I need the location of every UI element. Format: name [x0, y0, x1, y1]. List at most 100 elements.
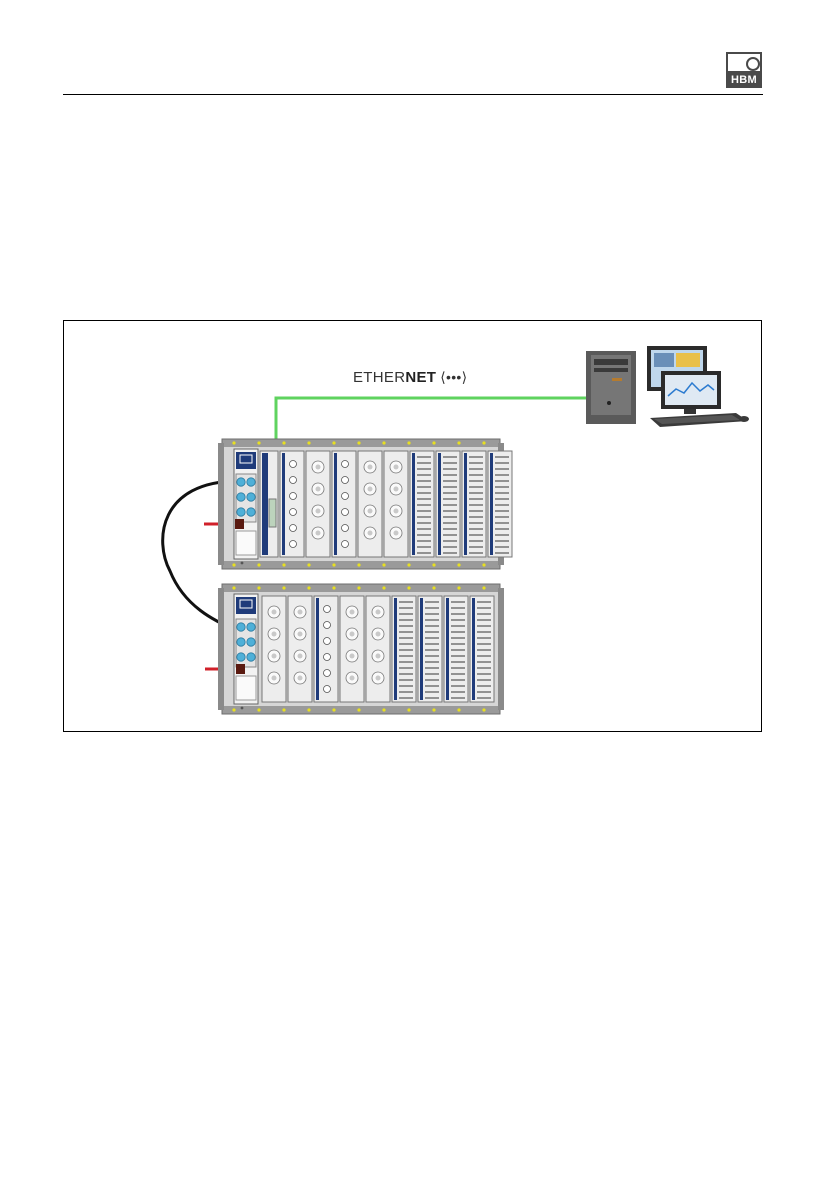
io-connector-pin	[316, 509, 321, 514]
rack-led	[382, 563, 385, 566]
controller-base	[236, 531, 256, 555]
io-connector-pin	[394, 487, 399, 492]
io-connector-pin	[368, 465, 373, 470]
io-connector-pin	[394, 509, 399, 514]
controller-connector	[247, 623, 255, 631]
ethernet-port	[269, 499, 276, 527]
controller-connector	[237, 478, 245, 486]
io-connector-pin	[298, 632, 303, 637]
io-connector-pin	[350, 610, 355, 615]
io-connector	[324, 670, 331, 677]
io-connector-pin	[316, 487, 321, 492]
controller-connector	[247, 638, 255, 646]
io-connector-pin	[368, 487, 373, 492]
rack-ear-left	[218, 443, 224, 565]
io-connector-pin	[394, 531, 399, 536]
io-connector	[290, 525, 297, 532]
ethernet-label: ETHERNET⟨•••⟩	[353, 369, 467, 389]
io-connector-pin	[376, 654, 381, 659]
io-connector	[342, 525, 349, 532]
io-module-stripe	[472, 598, 475, 700]
rack-led	[407, 563, 410, 566]
io-connector	[290, 477, 297, 484]
io-connector-pin	[376, 610, 381, 615]
rack-led	[307, 563, 310, 566]
rack-led	[257, 441, 260, 444]
io-module-stripe	[490, 453, 493, 555]
io-connector	[342, 493, 349, 500]
hbm-logo: HBM	[726, 52, 762, 88]
rack-led	[282, 708, 285, 711]
io-connector-pin	[316, 531, 321, 536]
rack-led	[332, 586, 335, 589]
rack-led	[307, 441, 310, 444]
rack-led	[332, 708, 335, 711]
rack-led	[457, 708, 460, 711]
controller-connector	[237, 508, 245, 516]
io-connector-pin	[298, 610, 303, 615]
io-connector-pin	[368, 531, 373, 536]
io-connector	[290, 509, 297, 516]
io-connector-pin	[298, 676, 303, 681]
rack-led	[357, 563, 360, 566]
io-module-stripe	[412, 453, 415, 555]
controller-connector	[247, 478, 255, 486]
rack-led	[282, 563, 285, 566]
rack-top	[218, 439, 512, 569]
io-connector-pin	[272, 610, 277, 615]
rack-led	[457, 563, 460, 566]
io-module-stripe	[446, 598, 449, 700]
ethernet-label-part2: NET	[405, 369, 436, 386]
controller-connector	[237, 638, 245, 646]
io-connector-pin	[350, 654, 355, 659]
io-connector	[342, 461, 349, 468]
io-connector	[324, 686, 331, 693]
io-connector-pin	[350, 676, 355, 681]
io-connector-pin	[298, 654, 303, 659]
rack-ear-right	[498, 588, 504, 710]
rack-led	[382, 441, 385, 444]
io-connector	[342, 541, 349, 548]
rack-led	[357, 708, 360, 711]
io-connector	[342, 509, 349, 516]
io-connector	[290, 541, 297, 548]
rack-led	[357, 441, 360, 444]
rack-led	[482, 708, 485, 711]
rack-led	[257, 586, 260, 589]
io-connector-pin	[272, 632, 277, 637]
io-connector	[324, 654, 331, 661]
io-connector-pin	[376, 676, 381, 681]
io-module-stripe	[438, 453, 441, 555]
controller-connector	[237, 493, 245, 501]
rack-led	[382, 708, 385, 711]
hbm-logo-text: HBM	[726, 73, 762, 88]
pc-monitors	[647, 346, 721, 414]
io-module-stripe	[262, 453, 268, 555]
power-plug-bottom	[236, 664, 245, 674]
io-module-stripe	[282, 453, 285, 555]
rack-led	[482, 586, 485, 589]
rack-led	[232, 586, 235, 589]
ethernet-label-part1: ETHER	[353, 369, 405, 386]
rack-led	[432, 708, 435, 711]
rack-led	[282, 586, 285, 589]
header-rule	[63, 94, 763, 95]
rack-ear-left	[218, 588, 224, 710]
controller-connector	[237, 623, 245, 631]
rack-led	[282, 441, 285, 444]
io-module-stripe	[464, 453, 467, 555]
rack-led	[332, 441, 335, 444]
rack-led	[407, 586, 410, 589]
io-connector-pin	[272, 654, 277, 659]
io-connector-pin	[368, 509, 373, 514]
controller-connector	[247, 493, 255, 501]
io-connector	[290, 493, 297, 500]
system-diagram: ETHERNET⟨•••⟩	[63, 320, 762, 732]
rack-led	[357, 586, 360, 589]
io-connector	[324, 606, 331, 613]
rack-led	[457, 586, 460, 589]
rack-led	[432, 586, 435, 589]
io-module-stripe	[420, 598, 423, 700]
rack-led	[232, 708, 235, 711]
rack-led	[232, 441, 235, 444]
